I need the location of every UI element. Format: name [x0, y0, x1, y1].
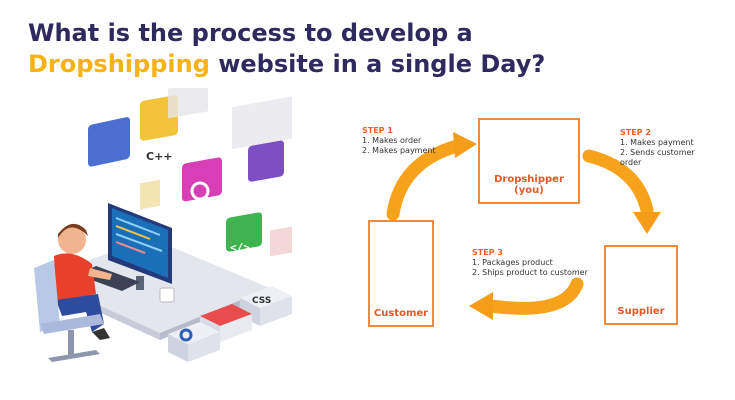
step-2-item-1: 1. Makes payment — [620, 138, 694, 147]
svg-text:{}: {} — [255, 182, 272, 198]
step-2-item-2: 2. Sends customer — [620, 148, 695, 157]
step-3-label: STEP 3 — [472, 248, 503, 257]
svg-text:</>: </> — [230, 241, 250, 254]
step-1: STEP 1 1. Makes order 2. Makes payment — [362, 126, 436, 156]
title-line-1: What is the process to develop a — [28, 19, 473, 47]
css-badge-label: CSS — [252, 296, 271, 306]
step1-arrow — [386, 139, 464, 221]
developer-illustration: PHP C++ {} </> — [34, 88, 292, 362]
step-1-item-2: 2. Makes payment — [362, 146, 436, 155]
step-1-label: STEP 1 — [362, 126, 393, 135]
dropshipper-node: Dropshipper (you) — [478, 118, 580, 204]
css-badge: CSS — [240, 286, 292, 326]
braces-icon: {} — [248, 140, 284, 198]
step3-arrow — [484, 277, 584, 315]
search-icon — [182, 157, 222, 205]
customer-node: Customer — [368, 220, 434, 327]
step-3-item-2: 2. Ships product to customer — [472, 268, 588, 277]
step-3-item-1: 1. Packages product — [472, 258, 553, 267]
step-3: STEP 3 1. Packages product 2. Ships prod… — [472, 248, 588, 278]
step-2-item-3: order — [620, 158, 642, 167]
php-badge-label: PHP — [94, 171, 122, 185]
customer-label: Customer — [373, 308, 429, 319]
step-2: STEP 2 1. Makes payment 2. Sends custome… — [620, 128, 695, 168]
title-highlight: Dropshipping — [28, 50, 210, 78]
step-2-label: STEP 2 — [620, 128, 651, 137]
supplier-label: Supplier — [617, 306, 665, 317]
supplier-node: Supplier — [604, 245, 678, 325]
gear-icon — [168, 322, 220, 362]
title-line-2: Dropshipping website in a single Day? — [28, 49, 588, 80]
step2-arrow — [582, 149, 654, 217]
php-badge: PHP — [88, 117, 130, 185]
title-line-2-rest: website in a single Day? — [209, 50, 546, 78]
cpp-badge-label: C++ — [146, 150, 173, 163]
dropshipper-label: Dropshipper (you) — [494, 174, 564, 196]
page-title: What is the process to develop a Dropshi… — [28, 18, 588, 80]
code-tag-icon: </> — [226, 212, 262, 254]
step-1-item-1: 1. Makes order — [362, 136, 422, 145]
